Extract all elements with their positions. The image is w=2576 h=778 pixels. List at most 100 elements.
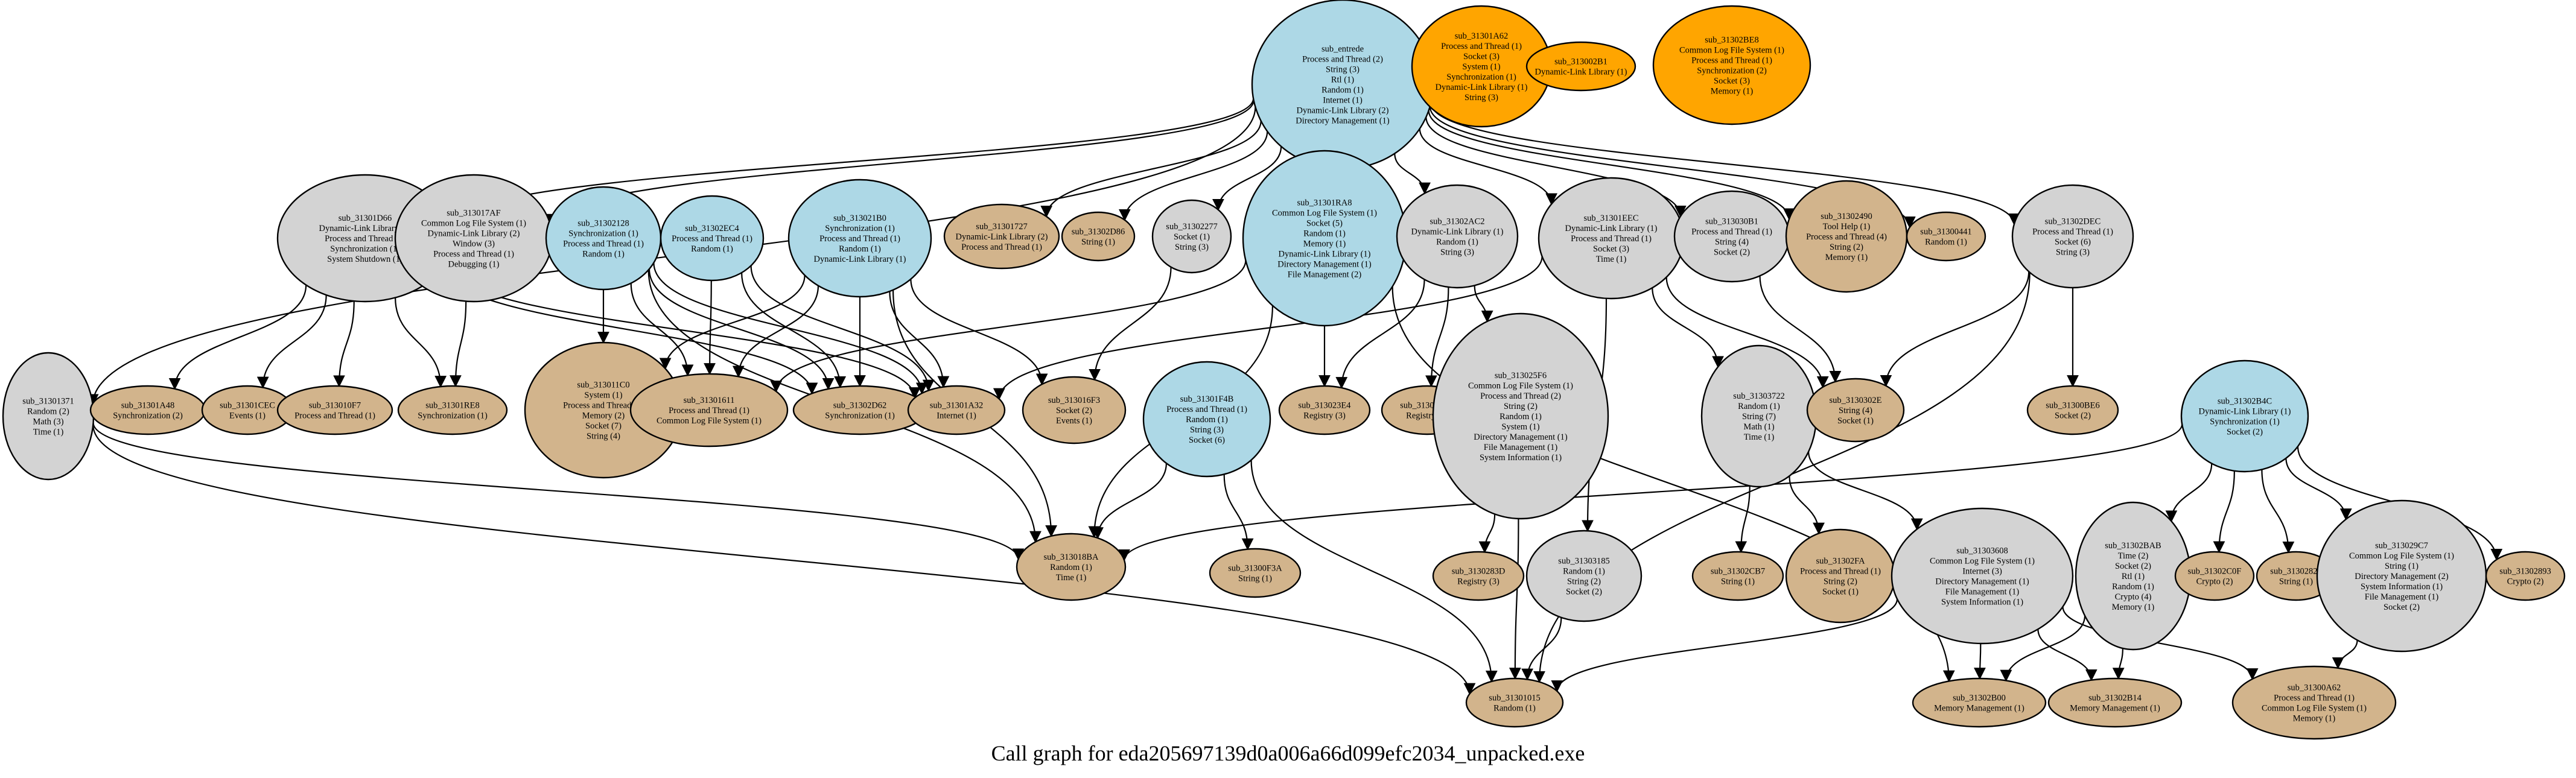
node-api-category: System (1) <box>584 391 622 400</box>
node-ellipse <box>629 373 789 448</box>
node-api-category: Directory Management (1) <box>1296 116 1390 126</box>
call-edge <box>2285 458 2352 520</box>
node-function-name: sub_31302490 <box>1821 212 1872 221</box>
call-edge <box>2037 629 2097 682</box>
call-edge <box>704 280 716 375</box>
node-api-category: Memory (1) <box>2112 602 2155 612</box>
call-edge <box>1212 146 1282 211</box>
call-edge <box>750 265 935 392</box>
node-api-category: Crypto (2) <box>2196 577 2233 587</box>
node-ellipse <box>787 179 932 298</box>
node-function-name: sub_313011C0 <box>577 381 629 390</box>
node-ellipse <box>1142 361 1271 478</box>
node-api-category: Math (1) <box>1743 422 1774 432</box>
node-function-name: sub_31301F4B <box>1180 394 1234 404</box>
node-api-category: String (3) <box>1440 248 1474 258</box>
node-api-category: Directory Management (1) <box>1277 260 1372 270</box>
call-edge <box>1118 424 2183 561</box>
node-function-name: sub_31301611 <box>684 396 735 405</box>
call-edge <box>1759 276 1842 383</box>
node-api-category: Memory (1) <box>1825 253 1868 262</box>
call-edge <box>1335 279 1425 389</box>
call-edge <box>256 295 327 389</box>
node-api-category: System Information (1) <box>1941 598 2023 607</box>
node-api-category: Synchronization (1) <box>568 229 638 239</box>
node-api-category: String (1) <box>1238 574 1272 584</box>
node-api-category: Random (1) <box>1563 567 1605 577</box>
node-ellipse <box>1912 677 2047 728</box>
node-api-category: Memory (1) <box>1711 87 1754 96</box>
node-api-category: String (3) <box>1326 65 1360 75</box>
node-ellipse <box>1209 548 1302 598</box>
call-edge <box>630 283 694 377</box>
node-api-category: Synchronization (1) <box>825 224 895 233</box>
node-function-name: sub_31300F3A <box>1228 564 1282 574</box>
node-function-name: sub_3130302E <box>1830 396 1882 405</box>
node-api-category: Process and Thread (4) <box>1806 232 1887 242</box>
node-ellipse <box>1022 376 1127 444</box>
node-api-category: Synchronization (1) <box>418 411 488 421</box>
node-function-name: sub_31302CB7 <box>1711 567 1765 577</box>
node-api-category: Common Log File System (1) <box>1930 557 2035 566</box>
node-api-category: Time (1) <box>1596 255 1627 264</box>
node-api-category: Rtl (1) <box>1331 75 1354 85</box>
node-function-name: sub_313025F6 <box>1495 371 1547 381</box>
node-api-category: System Information (1) <box>1480 453 1562 463</box>
node-function-name: sub_31302893 <box>2499 567 2551 577</box>
node-api-category: Socket (2) <box>1714 248 1750 258</box>
node-function-name: sub_31302D86 <box>1072 227 1125 237</box>
node-api-category: Process and Thread (1) <box>2032 227 2113 237</box>
